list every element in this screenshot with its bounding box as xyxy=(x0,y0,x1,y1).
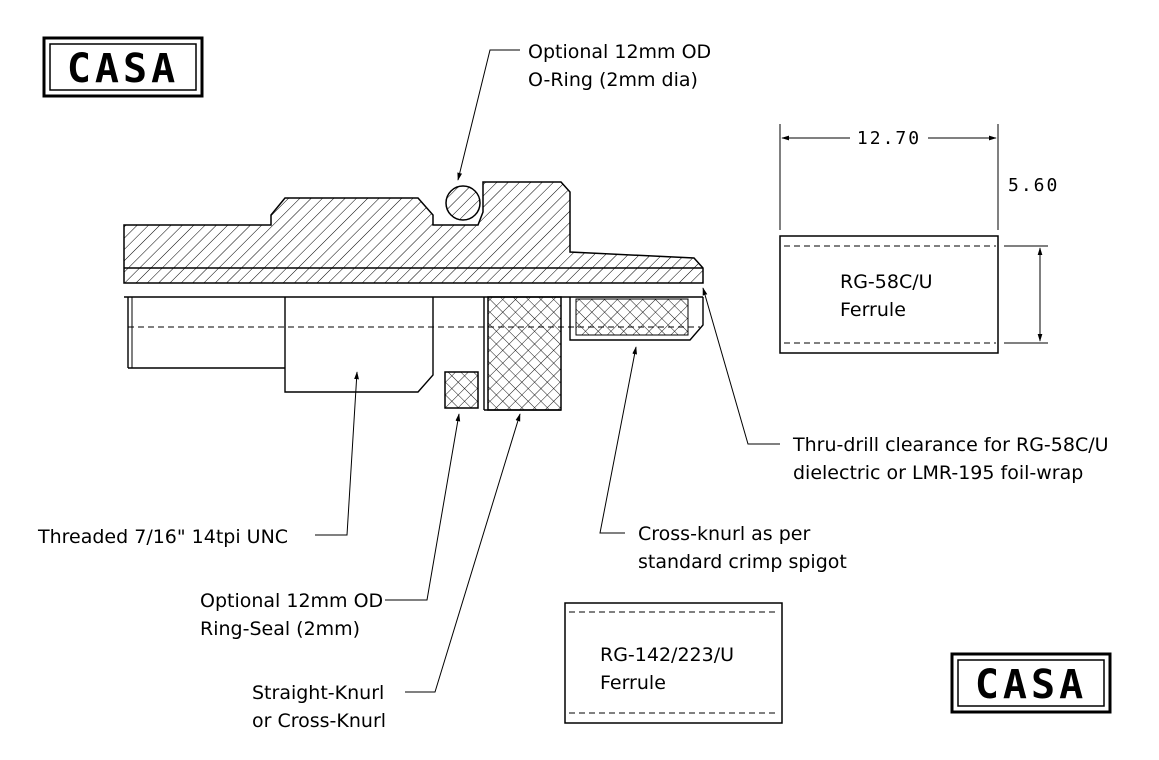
straight-knurl-label-2: or Cross-Knurl xyxy=(252,710,386,732)
ferrule-rg58-label-2: Ferrule xyxy=(840,299,906,321)
ferrule-rg142-label-2: Ferrule xyxy=(600,672,666,694)
ring-seal-label-2: Ring-Seal (2mm) xyxy=(200,618,360,640)
casa-logo-top-left: CASA xyxy=(42,36,204,98)
ferrule-rg58-label-1: RG-58C/U xyxy=(840,271,933,293)
logo-text: CASA xyxy=(975,662,1087,708)
ferrule-rg58: 12.70 5.60 RG-58C/U Ferrule xyxy=(779,124,1059,354)
o-ring xyxy=(445,185,481,221)
callout-leaders xyxy=(315,49,780,693)
thread-label: Threaded 7/16" 14tpi UNC xyxy=(37,526,288,548)
thru-drill-label-1: Thru-drill clearance for RG-58C/U xyxy=(792,434,1109,456)
ferrule-rg142: RG-142/223/U Ferrule xyxy=(564,602,783,724)
width-dimension: 12.70 xyxy=(857,128,921,149)
height-dimension: 5.60 xyxy=(1008,175,1059,196)
ring-seal xyxy=(444,371,479,409)
ferrule-rg142-label-1: RG-142/223/U xyxy=(600,644,734,666)
o-ring-label-1: Optional 12mm OD xyxy=(528,41,711,63)
threaded-section xyxy=(127,297,434,393)
connector-body-section xyxy=(123,181,704,284)
straight-knurl-label-1: Straight-Knurl xyxy=(252,682,384,704)
cross-knurl-label-1: Cross-knurl as per xyxy=(638,523,810,545)
casa-logo-bottom-right: CASA xyxy=(950,652,1112,714)
straight-knurl-block xyxy=(487,296,562,411)
cross-knurl-label-2: standard crimp spigot xyxy=(638,551,847,573)
thru-drill-label-2: dielectric or LMR-195 foil-wrap xyxy=(793,462,1083,484)
crimp-spigot xyxy=(569,297,704,341)
o-ring-label-2: O-Ring (2mm dia) xyxy=(528,69,698,91)
logo-text: CASA xyxy=(67,46,179,92)
ring-seal-label-1: Optional 12mm OD xyxy=(200,590,383,612)
